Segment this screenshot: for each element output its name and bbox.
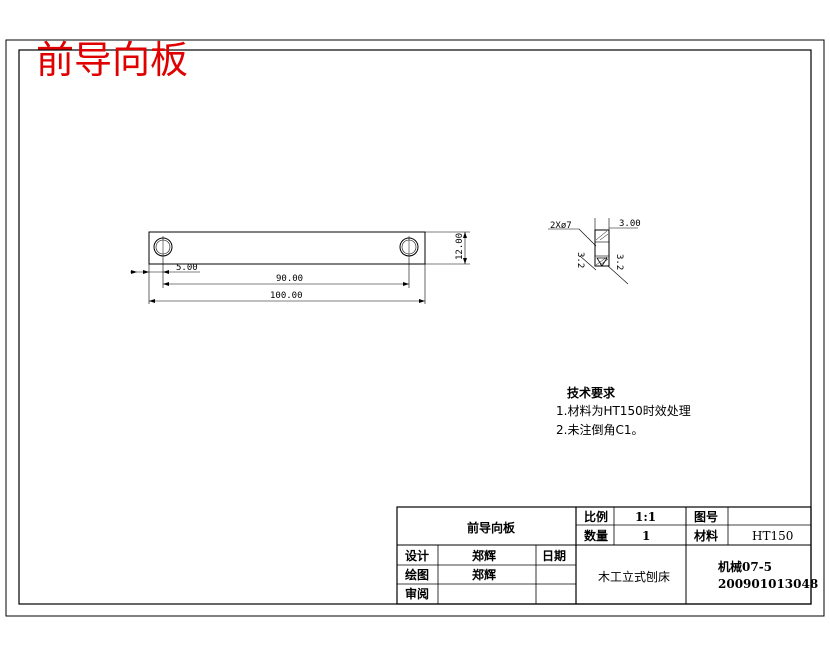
tech-req-item-2: 2.未注倒角C1。	[556, 422, 643, 437]
dim-text-left-chamfer: 3.2	[575, 252, 585, 268]
dim-text-length: 100.00	[270, 291, 303, 301]
sheet-title: 前导向板	[36, 38, 188, 82]
tb-design-label: 设计	[405, 548, 429, 563]
title-block	[396, 506, 812, 605]
plate-outline	[148, 231, 426, 265]
dim-text-offset: 5.00	[176, 263, 198, 273]
tech-req-item-1: 1.材料为HT150时效处理	[556, 403, 691, 418]
tb-draw-label: 绘图	[405, 567, 429, 582]
dim-text-thickness: 3.00	[619, 219, 641, 229]
section-view	[548, 218, 638, 285]
dim-text-hole-spacing: 90.00	[276, 274, 303, 284]
tb-machine-name: 木工立式刨床	[598, 569, 670, 584]
tb-material-value: HT150	[752, 529, 793, 543]
dim-text-right-chamfer: 3.2	[614, 254, 624, 270]
tb-qty-label: 数量	[584, 528, 608, 543]
tb-scale-value: 1:1	[635, 510, 656, 524]
tb-review-label: 审阅	[405, 586, 429, 601]
tb-drawing-no-label: 图号	[694, 509, 718, 524]
tb-qty-value: 1	[642, 529, 650, 543]
tech-req-heading: 技术要求	[567, 385, 616, 400]
front-view	[130, 231, 470, 304]
tb-student-id: 200901013048	[718, 577, 818, 591]
tb-date-label: 日期	[542, 548, 566, 563]
tb-class-code: 机械07-5	[718, 559, 772, 574]
tb-material-label: 材料	[693, 528, 718, 543]
tb-part-name: 前导向板	[467, 520, 516, 535]
outer-border	[5, 39, 825, 617]
dim-text-height: 12.00	[455, 233, 465, 260]
hole-callout: 2Xø7	[550, 221, 572, 231]
tb-design-name: 郑辉	[472, 548, 496, 563]
tb-draw-name: 郑辉	[472, 567, 496, 582]
tb-scale-label: 比例	[584, 509, 608, 524]
inner-border	[18, 49, 812, 605]
